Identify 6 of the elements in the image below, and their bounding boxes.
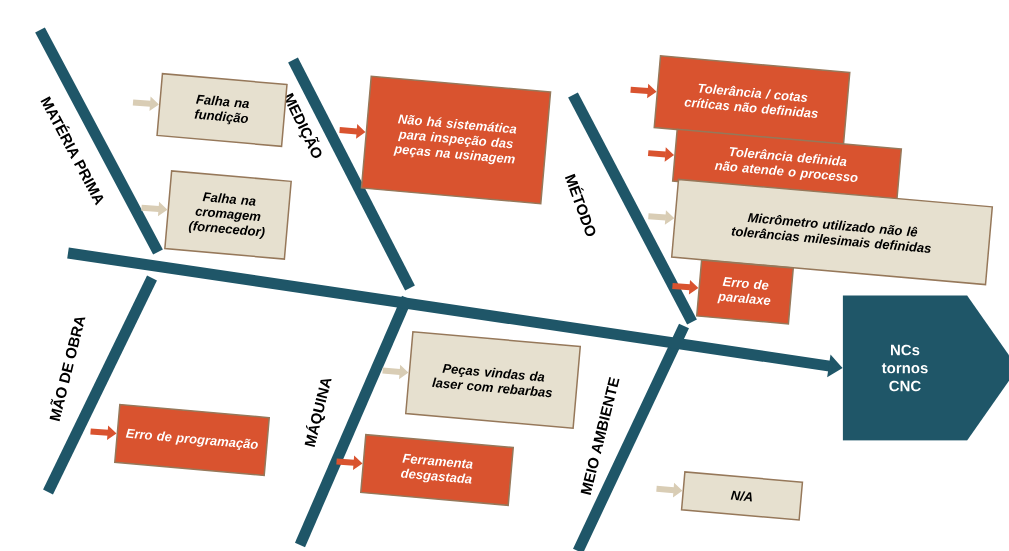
category-label: MÃO DE OBRA [49, 317, 86, 422]
effect-head: NCs tornos CNC [842, 295, 1009, 441]
cause-box: Não há sistemática para inspeção das peças na usinagem [360, 75, 552, 205]
cause-box: Falha na cromagem (fornecedor) [164, 170, 292, 260]
cause-box: N/A [680, 471, 804, 521]
cause-box: Tolerância / cotas críticas não definidas [653, 55, 851, 145]
